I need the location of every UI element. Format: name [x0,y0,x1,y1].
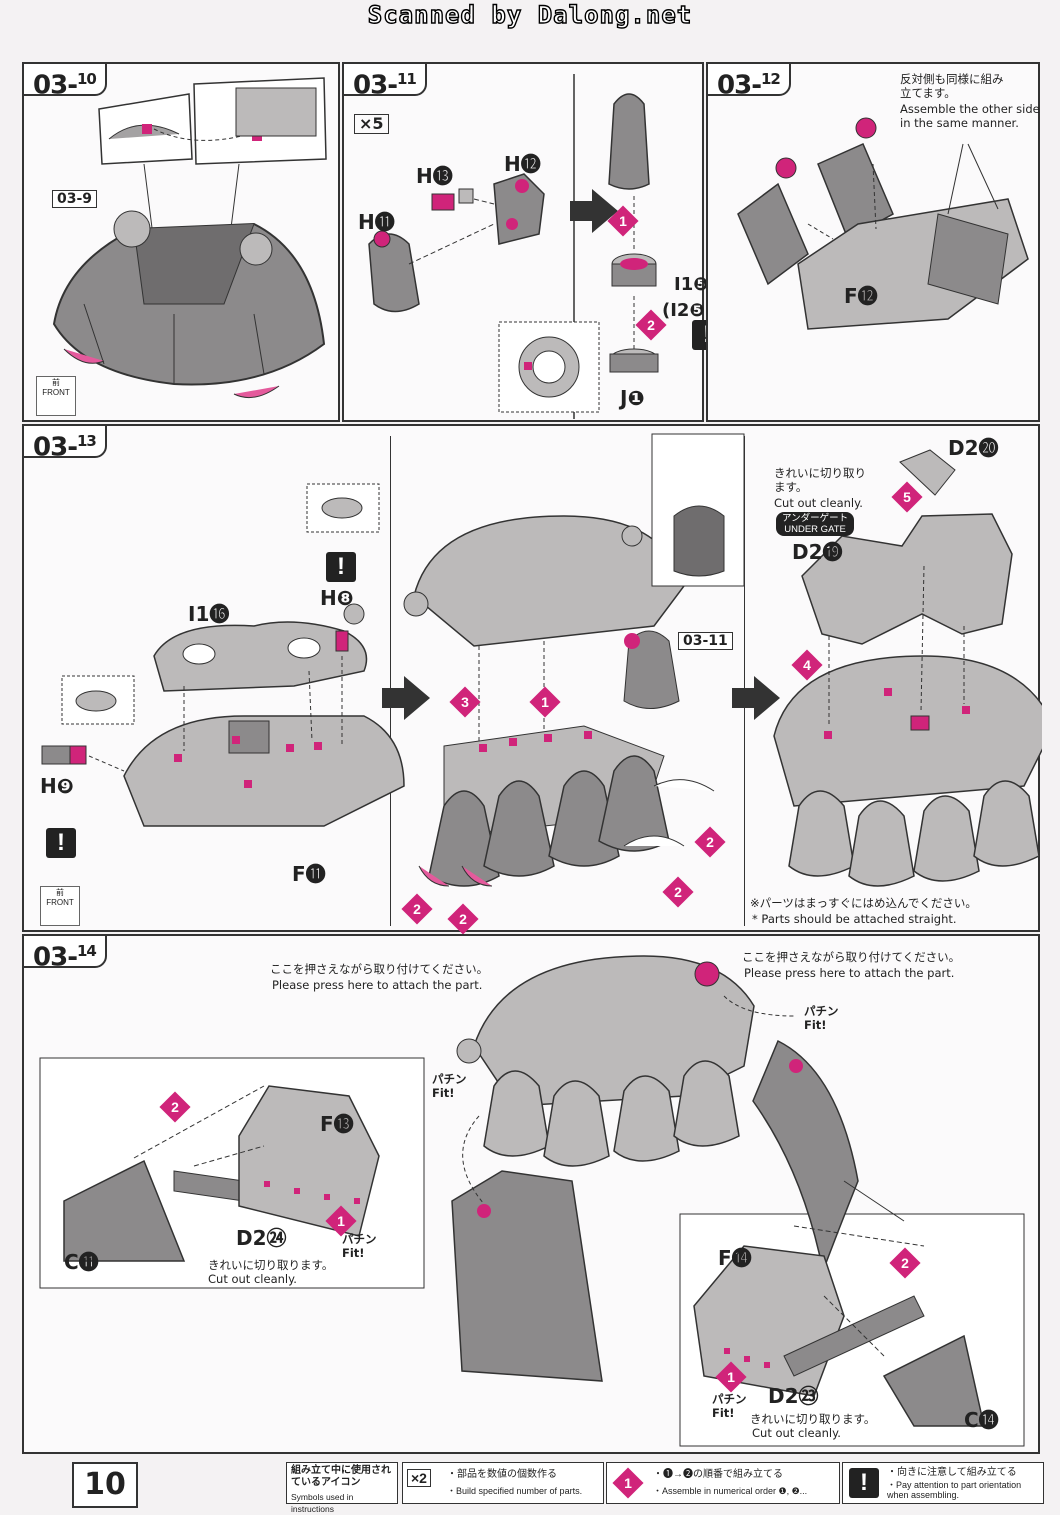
attention-icon: ! [849,1468,879,1498]
step-number: 03-11 [342,62,427,101]
step-marker-4: 4 [791,649,823,681]
part-label-f13: F⓭ [320,1112,354,1136]
panel-divider [390,436,391,926]
step-marker-1: 1 [325,1205,357,1237]
scan-watermark: Scanned by Dalong.net [367,0,693,29]
flow-arrow [732,676,780,720]
step-marker-2: 2 [635,309,667,341]
press-note-left-jp: ここを押さえながら取り付けてください。 [270,962,489,976]
step-marker-2: 2 [401,893,433,925]
ref-label-03-9: 03-9 [52,190,98,208]
step-marker-5: 5 [891,481,923,513]
step-marker-2: 2 [662,876,694,908]
press-note-right-jp: ここを押さえながら取り付けてください。 [742,950,961,964]
attention-icon: ! [326,552,356,582]
step-marker-1: 1 [607,205,639,237]
step-03-14-panel: 03-14 ここを押さえながら取り付けてください。 Please press h… [22,934,1040,1454]
step-number: 03-10 [22,62,107,101]
step-marker-2: 2 [447,903,479,935]
note-other-side-jp: 反対側も同様に組み立てます。 [900,72,1004,100]
step-number: 03-14 [22,934,107,973]
step-03-12-illustration [737,117,1029,330]
part-label-f11: F⓫ [292,862,326,886]
attach-note-en: * Parts should be attached straight. [752,912,957,926]
panel-divider [744,436,745,926]
part-label-d2-23: D2㉓ [768,1384,819,1408]
step-03-13-illustration [41,433,1042,887]
step-03-12-panel: 03-12 反対側も同様に組み立てます。 Assemble the other … [706,62,1040,422]
part-label-h12: H⓬ [504,152,541,176]
part-label-h9: H❾ [40,774,74,798]
quantity-badge: ×5 [354,114,389,134]
step-marker-1: 1 [715,1361,747,1393]
order-icon: 1 [612,1467,644,1499]
step-marker-2: 2 [694,826,726,858]
page-number: 10 [72,1462,138,1508]
footer-order-legend: 1 ・❶→❷の順番で組み立てる ・Assemble in numerical o… [606,1462,840,1504]
step-marker-3: 3 [449,686,481,718]
part-label-j1: J❶ [620,386,645,410]
step-03-14-illustration [39,955,1025,1447]
step-number: 03-12 [706,62,791,101]
part-label-c14: C⓮ [964,1408,999,1432]
step-marker-2: 2 [159,1091,191,1123]
part-label-f14: F⓮ [718,1246,752,1270]
part-label-i2-5: (I2❺) [662,300,713,321]
cut-note-jp: きれいに切り取ります。 [774,466,866,494]
footer-icons-legend: 組み立て中に使用されているアイコン Symbols used in instru… [286,1462,398,1514]
part-label-d2-20: D2⓴ [948,436,999,460]
ref-label-03-11: 03-11 [678,632,733,650]
cut-note-en: Cut out cleanly. [774,496,863,510]
cut-note-left-en: Cut out cleanly. [208,1272,297,1286]
part-label-d2-19: D2⓳ [792,540,843,564]
part-label-h11: H⓫ [358,210,395,234]
cut-note-left-jp: きれいに切り取ります。 [208,1258,334,1272]
part-label-i1-16: I1⓰ [188,602,230,626]
step-03-11-illustration [368,74,659,419]
note-other-side-en: Assemble the other side in the same mann… [900,102,1040,130]
step-03-10-illustration [52,77,327,399]
part-label-c11: C⓫ [64,1250,99,1274]
attach-note-jp: ※パーツはまっすぐにはめ込んでください。 [750,896,977,910]
attention-icon: ! [46,828,76,858]
step-marker-2: 2 [889,1247,921,1279]
step-03-13-panel: 03-13 [22,424,1042,935]
step-number: 03-13 [22,424,107,463]
footer-attention-legend: ! ・向きに注意して組み立てる ・Pay attention to part o… [842,1462,1044,1504]
press-note-left-en: Please press here to attach the part. [272,978,483,992]
part-label-f12: F⓬ [844,284,878,308]
part-label-i1-5: I1❺ [674,274,709,295]
part-label-h13: H⓭ [416,164,453,188]
part-label-d2-24: D2㉔ [236,1226,287,1250]
step-marker-1: 1 [529,686,561,718]
cut-note-right-en: Cut out cleanly. [752,1426,841,1440]
flow-arrow [382,676,430,720]
cut-note-right-jp: きれいに切り取ります。 [750,1412,876,1426]
step-03-11-panel: 03-11 ×5 H⓭ H⓬ H⓫ I1❺ (I2❺) J❶ 1 2 ! [342,62,722,422]
press-note-right-en: Please press here to attach the part. [744,966,955,980]
footer-x2-legend: ×2 ・部品を数値の個数作る ・Build specified number o… [402,1462,604,1504]
part-label-h8: H❽ [320,586,354,610]
